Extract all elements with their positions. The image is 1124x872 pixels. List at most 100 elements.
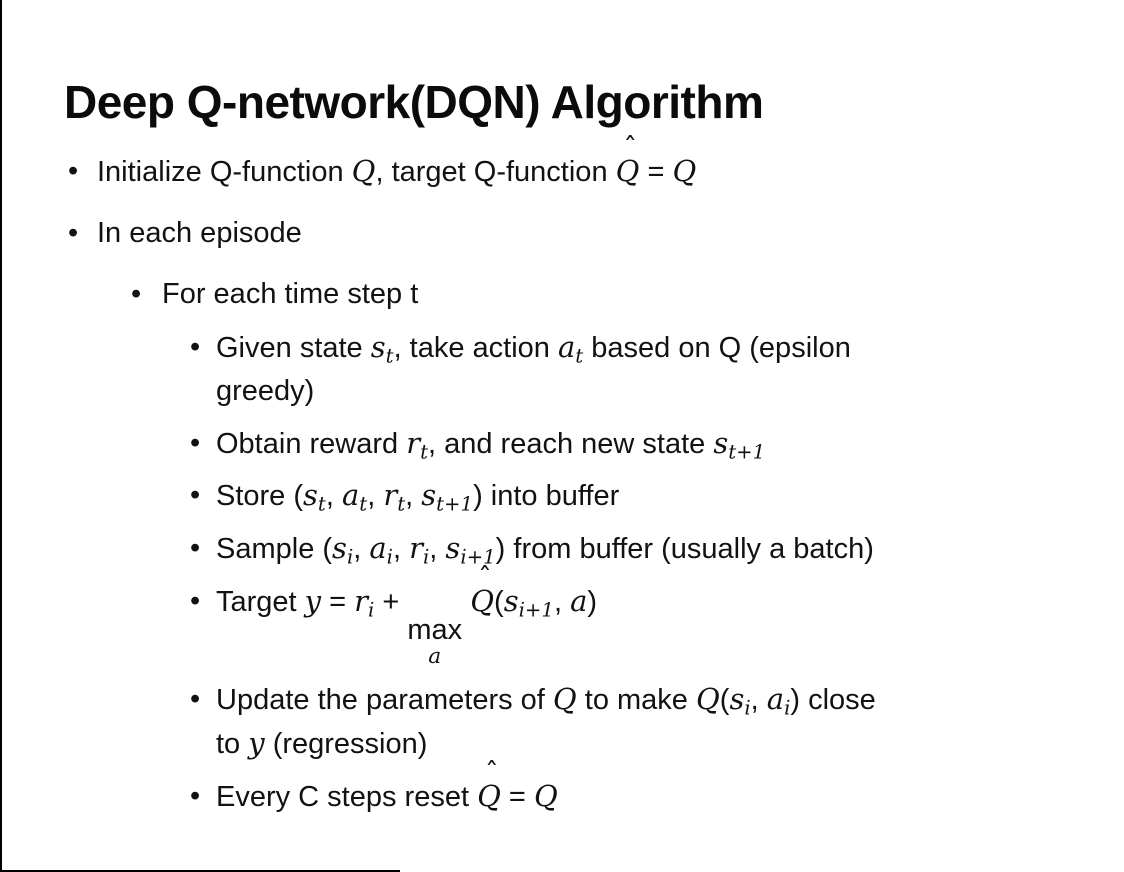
text-run: , and reach new state — [428, 427, 714, 460]
bullet-marker-icon: • — [190, 585, 201, 618]
text-run: Given state — [216, 331, 371, 364]
text-run: ( — [494, 586, 504, 619]
text-run: = — [639, 156, 673, 188]
math-var-subscript: si — [729, 682, 751, 720]
text-run: , — [325, 480, 342, 513]
math-var: y — [304, 584, 322, 619]
bullet-marker-icon: • — [190, 426, 201, 459]
hat-accent: ˆ — [477, 561, 492, 594]
math-var-subscript: at — [341, 478, 368, 516]
slide-bottom-edge — [0, 870, 400, 872]
text-run: ) from buffer (usually a batch) — [495, 533, 874, 566]
text-run: Target — [216, 586, 305, 619]
math-var-subscript: ri — [409, 531, 430, 569]
text-run: , — [553, 586, 571, 619]
math-var: Q — [477, 778, 501, 813]
bullet-marker-icon: • — [190, 479, 201, 512]
math-var: Q — [552, 682, 577, 717]
text-run: ) close — [790, 684, 876, 717]
text-run: , — [429, 533, 446, 566]
math-var-subscript: st — [303, 478, 326, 516]
text-run: ( — [719, 684, 730, 717]
slide-left-edge — [0, 0, 2, 872]
bullet-text: Sample (si, ai, ri, si+1) from buffer (u… — [216, 531, 874, 569]
text-run: In each episode — [97, 216, 302, 249]
bullet-marker-icon: • — [190, 330, 201, 363]
math-var-subscript: st+1 — [713, 425, 766, 464]
bullet-marker-icon: • — [190, 532, 201, 565]
text-run: , — [367, 480, 384, 513]
bullet-item: • Store (st, at, rt, st+1) into buffer — [0, 474, 1124, 518]
bullet-item: •Initialize Q-function Q, target Q-funct… — [0, 134, 1124, 194]
text-run: based on Q (epsilon — [583, 331, 851, 364]
math-var-subscript: st+1 — [421, 478, 474, 516]
bullet-text: Store (st, at, rt, st+1) into buffer — [216, 478, 620, 516]
bullet-marker-icon: • — [190, 779, 201, 812]
math-var: Q — [672, 154, 697, 188]
max-under-var: a — [428, 644, 442, 670]
text-run: , — [405, 480, 422, 513]
text-run: (regression) — [264, 728, 428, 761]
bullet-item: • Obtain reward rt, and reach new state s… — [0, 422, 1124, 466]
math-var-subscript: rt — [383, 478, 406, 516]
text-run: , — [750, 684, 767, 717]
text-run: , target Q-function — [375, 156, 616, 188]
math-var-subscript: ai — [369, 531, 393, 569]
text-run: Update the parameters of — [216, 684, 553, 717]
bullet-item: •Update the parameters of Q to make Q(si… — [0, 678, 1124, 766]
text-run: ) — [587, 586, 598, 619]
math-var-subscript: si — [332, 531, 354, 569]
text-run: to — [216, 728, 249, 761]
math-var: Q — [533, 778, 558, 813]
bullet-item: • Given state st, take action at based on… — [0, 326, 1124, 413]
hat-accent: ˆ — [484, 756, 499, 789]
text-run — [462, 586, 470, 618]
bullet-text: Obtain reward rt, and reach new state st… — [216, 425, 766, 464]
text-run: Store ( — [216, 480, 304, 513]
bullet-item: • In each episode — [0, 212, 1124, 255]
math-var-subscript: at — [558, 329, 584, 368]
text-run: Sample ( — [216, 533, 333, 566]
text-run: For each time step t — [162, 277, 419, 310]
bullet-marker-icon: • — [190, 683, 201, 716]
math-var: Q — [351, 154, 376, 188]
text-run: = — [500, 780, 534, 813]
math-var: a — [570, 584, 588, 619]
text-run: Initialize Q-function — [97, 156, 352, 188]
max-label: max — [407, 613, 463, 646]
text-run: , take action — [393, 331, 558, 364]
bullet-marker-icon: • — [131, 277, 142, 310]
math-var: Q — [615, 154, 640, 188]
bullet-text: Update the parameters of Q to make Q(si,… — [216, 682, 876, 761]
bullet-list: •Initialize Q-function Q, target Q-funct… — [0, 134, 1124, 828]
math-var-subscript: ai — [766, 682, 791, 720]
math-var-subscript: ri — [354, 584, 375, 622]
math-var-subscript: st — [370, 329, 394, 368]
slide-title: Deep Q-network(DQN) Algorithm — [64, 75, 764, 128]
bullet-item: • Sample (si, ai, ri, si+1) from buffer (… — [0, 527, 1124, 571]
text-run: Every C steps reset — [216, 780, 478, 813]
text-run: greedy) — [216, 374, 315, 407]
text-run: = — [321, 586, 355, 619]
text-run: ) into buffer — [473, 480, 620, 513]
bullet-marker-icon: • — [68, 216, 79, 249]
hat-accent: ˆ — [623, 131, 638, 164]
text-run: , — [353, 533, 370, 566]
text-run: , — [392, 533, 410, 566]
bullet-text: For each time step t — [162, 278, 418, 310]
bullet-text: Given state st, take action at based on … — [216, 329, 851, 407]
bullet-marker-icon: • — [68, 155, 79, 187]
math-var: Q — [470, 584, 495, 619]
bullet-text: Initialize Q-function Q, target Q-functi… — [97, 134, 697, 188]
text-run: Obtain reward — [216, 427, 407, 460]
bullet-item: • For each time step t — [0, 273, 1124, 316]
